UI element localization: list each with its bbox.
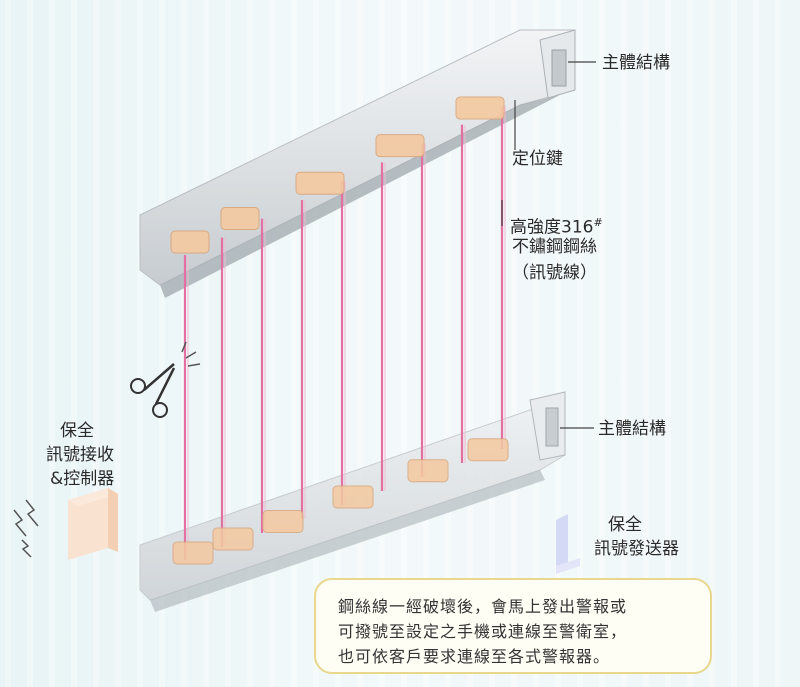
lightning-icon	[13, 499, 39, 558]
locator-clip	[295, 171, 345, 195]
transmitter-label-line2: 訊號發送器	[594, 539, 679, 559]
transmitter-label-line1: 保全	[608, 515, 642, 535]
scissors-icon	[130, 341, 201, 418]
locator-clip	[455, 96, 505, 120]
alarm-description-box: 鋼絲線一經破壞後，會馬上發出警報或 可撥號至設定之手機或連線至警衛室， 也可依客…	[314, 578, 712, 674]
locator-clip	[172, 541, 214, 565]
wire-label-line1: 高強度316#	[510, 216, 603, 238]
locator-clip	[170, 230, 210, 254]
locator-clip	[375, 134, 425, 158]
leader-lines	[501, 61, 596, 429]
receiver-label-line3: &控制器	[50, 469, 115, 489]
bottom-structure-label: 主體結構	[598, 419, 666, 439]
transmitter-icon	[556, 514, 580, 574]
steel-wires	[183, 106, 506, 560]
locator-clip	[220, 207, 260, 230]
locator-clip	[262, 510, 304, 533]
bottom-locator-clips	[172, 438, 509, 565]
top-locator-clips	[170, 96, 505, 254]
receiver-box-icon	[68, 488, 118, 560]
wire-label-line3: （訊號線）	[512, 263, 597, 283]
locator-clip	[467, 438, 509, 462]
receiver-label-line1: 保全	[60, 421, 94, 441]
locator-clip	[407, 459, 449, 483]
locator-clip	[212, 527, 254, 551]
note-line-2: 可撥號至設定之手機或連線至警衛室，	[338, 622, 628, 641]
note-line-1: 鋼絲線一經破壞後，會馬上發出警報或	[338, 597, 628, 616]
wire-label-line2: 不鏽鋼鋼絲	[512, 237, 597, 257]
note-line-3: 也可依客戶要求連線至各式警報器。	[338, 647, 611, 666]
locator-clip	[332, 485, 374, 509]
receiver-label-line2: 訊號接收	[46, 445, 114, 465]
top-structure-label: 主體結構	[602, 53, 670, 73]
locator-key-label: 定位鍵	[512, 149, 563, 169]
